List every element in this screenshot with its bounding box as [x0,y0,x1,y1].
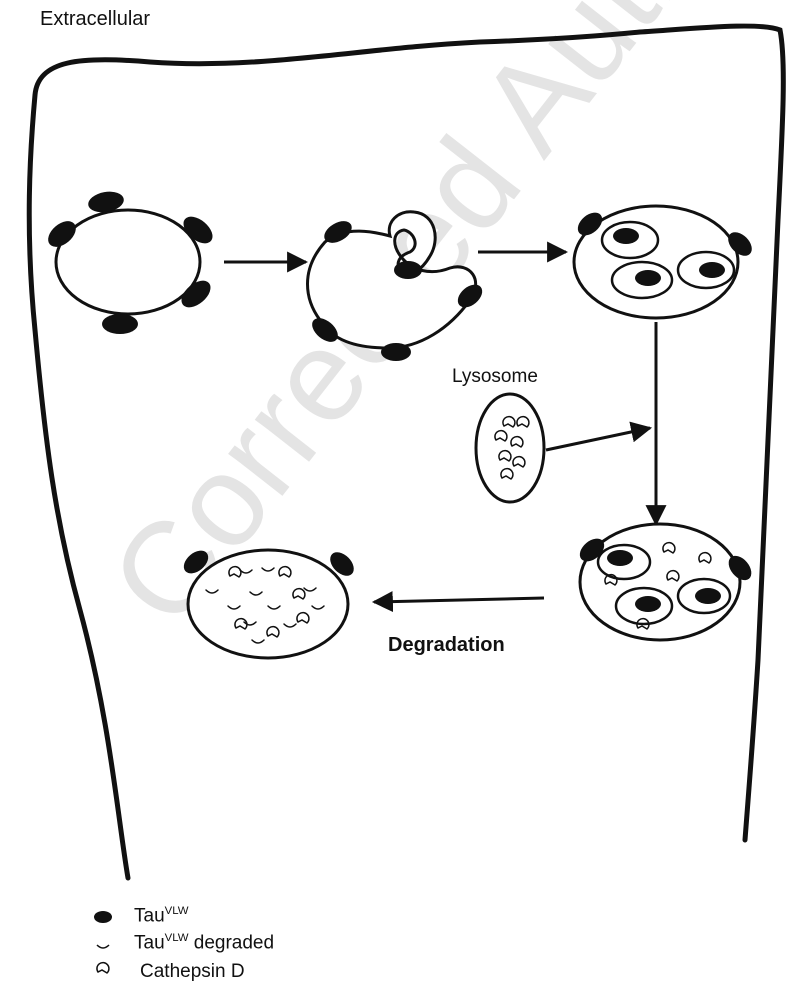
arrow-degradation [374,598,544,602]
cathepsin-d-icon [97,963,109,973]
stage5-degraded-lysosome [179,546,358,658]
tau-vlw-marker [394,261,422,279]
legend-item-tau-vlw: TauVLW [134,905,188,927]
tau-vlw-icon [94,911,112,923]
tau-vlw-marker [607,550,633,566]
stage3-endosome [573,206,756,318]
tau-vlw-marker [381,343,411,361]
tau-vlw-marker [613,228,639,244]
degradation-label: Degradation [388,634,505,657]
arrow-lysosome-fusion [546,428,650,450]
stage2-invagination [308,212,487,361]
legend-item-cathepsin-d: Cathepsin D [140,961,245,983]
legend-item-tau-vlw-degraded: TauVLW degraded [134,932,274,954]
lysosome [476,394,544,502]
lysosome-label: Lysosome [452,366,538,388]
tau-vlw-marker [695,588,721,604]
tau-vlw-marker [699,262,725,278]
tau-vlw-marker [102,314,138,334]
tau-vlw-marker [635,596,661,612]
tau-vlw-marker [635,270,661,286]
cell-membrane [29,26,783,878]
extracellular-label: Extracellular [40,8,150,31]
stage4-endolysosome [575,524,755,640]
stage1-vesicle [43,189,217,334]
tau-vlw-degraded-icon [97,945,109,948]
